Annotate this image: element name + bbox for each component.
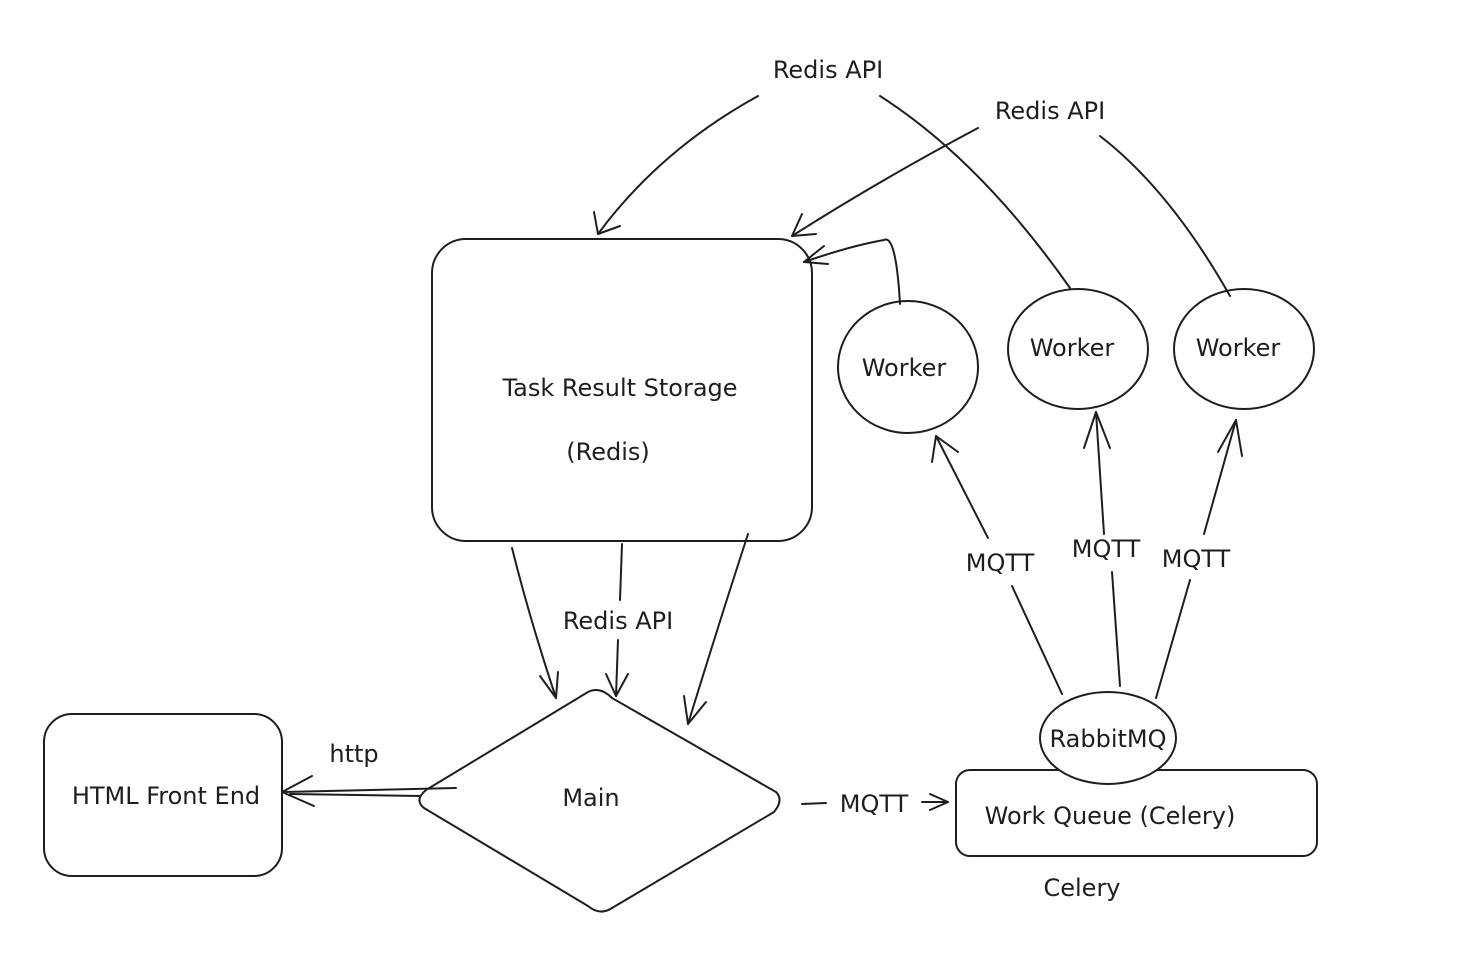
edge-storage-to-main-center-upper (619, 543, 623, 601)
edge-redis-api-top-to-worker2 (879, 95, 1071, 289)
edge-storage-to-main-center-lower (615, 639, 619, 697)
label-celery: Celery (1043, 874, 1120, 902)
label-redis-api-right: Redis API (995, 97, 1105, 125)
label-mqtt-worker2: MQTT (1072, 535, 1141, 563)
worker-node-2[interactable]: Worker (1007, 288, 1149, 410)
label-http: http (329, 740, 378, 768)
html-frontend-node[interactable]: HTML Front End (43, 713, 283, 877)
edge-rabbitmq-to-worker1-lower (1011, 585, 1063, 695)
arrowhead-icon (593, 211, 621, 235)
arrowhead-icon (281, 775, 315, 807)
worker-node-1[interactable]: Worker (837, 300, 979, 434)
worker-node-3[interactable]: Worker (1173, 288, 1315, 410)
worker-2-label: Worker (1030, 334, 1115, 362)
arrowhead-icon (803, 245, 829, 265)
arrowhead-icon (931, 435, 959, 463)
html-frontend-label: HTML Front End (72, 782, 260, 810)
task-storage-label: Task Result Storage (501, 374, 737, 402)
work-queue-node[interactable]: Work Queue (Celery) (955, 769, 1318, 857)
work-queue-label: Work Queue (Celery) (985, 802, 1236, 830)
arrowhead-icon (1083, 411, 1111, 449)
edge-rabbitmq-to-worker1-upper (935, 435, 989, 539)
main-label: Main (562, 784, 619, 812)
edge-storage-to-main-left (511, 547, 557, 699)
worker-3-label: Worker (1196, 334, 1281, 362)
edge-main-to-frontend-sketch (289, 793, 421, 797)
task-result-storage-node[interactable]: Task Result Storage (Redis) (431, 238, 813, 542)
edge-main-to-queue-left (801, 802, 827, 805)
label-redis-api-top: Redis API (773, 56, 883, 84)
rabbitmq-node[interactable]: RabbitMQ (1039, 691, 1177, 785)
arrowhead-icon (1217, 419, 1243, 457)
edge-redis-api-right-to-worker3 (1099, 135, 1231, 297)
edge-redis-api-right-to-storage (791, 127, 979, 237)
edge-storage-to-main-right (687, 533, 749, 725)
edge-rabbitmq-to-worker3-upper (1203, 419, 1237, 535)
edge-worker1-to-storage (803, 238, 901, 305)
edge-main-to-frontend (283, 787, 457, 793)
edge-redis-api-top-to-storage (597, 95, 759, 235)
rabbitmq-label: RabbitMQ (1050, 725, 1167, 753)
arrowhead-icon (683, 695, 707, 725)
arrowhead-icon (539, 671, 559, 699)
task-storage-sublabel: (Redis) (566, 438, 650, 466)
edge-rabbitmq-to-worker2-lower (1111, 571, 1121, 687)
arrowhead-icon (929, 793, 949, 811)
arrowhead-icon (791, 213, 817, 237)
edge-rabbitmq-to-worker3-lower (1155, 579, 1191, 699)
edge-rabbitmq-to-worker2-upper (1095, 411, 1105, 535)
label-mqtt-worker1: MQTT (966, 549, 1035, 577)
label-mqtt-worker3: MQTT (1162, 545, 1231, 573)
label-mqtt-main-queue: MQTT (840, 790, 909, 818)
worker-1-label: Worker (862, 354, 947, 382)
arrowhead-icon (605, 673, 629, 697)
label-redis-api-main: Redis API (563, 607, 673, 635)
main-node[interactable]: Main (418, 689, 781, 913)
